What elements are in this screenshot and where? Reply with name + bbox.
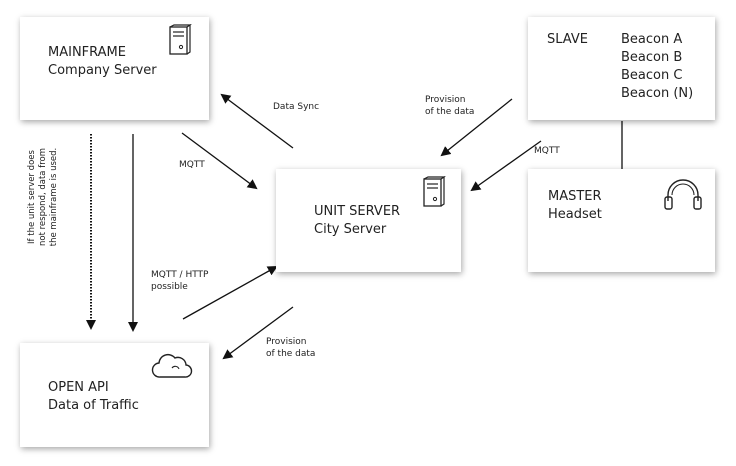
unit-server-title: UNIT SERVER	[314, 204, 401, 219]
label-provision-top-line1: Provision	[425, 95, 466, 105]
open-api-subtitle: Data of Traffic	[48, 398, 139, 413]
beacon-item: Beacon (N)	[621, 86, 694, 101]
headphones-icon	[664, 179, 702, 210]
master-subtitle: Headset	[548, 207, 602, 222]
beacon-list: Beacon A Beacon B Beacon C Beacon (N)	[621, 31, 693, 103]
label-mqtt-right: MQTT	[534, 146, 560, 156]
label-provision-bottom: Provision of the data	[266, 336, 315, 360]
fallback-note-line2: not respond, data from	[38, 148, 48, 246]
arrow-data-sync	[220, 93, 294, 149]
mainframe-box: MAINFRAME Company Server	[20, 17, 209, 120]
unit-server-box: UNIT SERVER City Server	[276, 169, 461, 272]
label-provision-top-line2: of the data	[425, 107, 475, 117]
label-mqtt-http-line2: possible	[151, 282, 188, 292]
server-icon	[423, 176, 446, 207]
arrow-mqtt-mainframe-unit	[181, 132, 258, 190]
beacon-item: Beacon A	[621, 32, 683, 47]
label-provision-bottom-line2: of the data	[266, 349, 316, 359]
open-api-title: OPEN API	[48, 380, 109, 395]
unit-server-subtitle: City Server	[314, 222, 387, 237]
slave-title: SLAVE	[547, 32, 588, 47]
cloud-icon	[151, 353, 193, 378]
slave-box: SLAVE	[528, 17, 715, 120]
fallback-note-line3: the mainframe is used.	[49, 147, 59, 247]
mainframe-title: MAINFRAME	[48, 45, 126, 60]
mainframe-subtitle: Company Server	[48, 63, 157, 78]
master-box: MASTER Headset	[528, 169, 715, 272]
arrow-provision-unit-api	[222, 306, 294, 360]
label-mqtt-left: MQTT	[179, 160, 205, 170]
fallback-note: If the unit server does not respond, dat…	[27, 122, 67, 272]
fallback-note-line1: If the unit server does	[27, 150, 37, 244]
label-mqtt-http-line1: MQTT / HTTP	[151, 270, 209, 280]
arrow-provision-slave-unit	[440, 98, 513, 157]
label-provision-bottom-line1: Provision	[266, 337, 307, 347]
label-provision-top: Provision of the data	[425, 94, 474, 118]
beacon-item: Beacon B	[621, 50, 683, 65]
beacon-item: Beacon C	[621, 68, 683, 83]
label-data-sync: Data Sync	[273, 102, 320, 112]
label-mqtt-http: MQTT / HTTP possible	[151, 269, 208, 293]
arrow-mqtt-http-api-unit	[182, 266, 278, 320]
open-api-box: OPEN API Data of Traffic	[20, 343, 209, 447]
arrow-mqtt-slave-unit	[470, 140, 542, 192]
master-title: MASTER	[548, 189, 602, 204]
server-icon	[169, 24, 192, 55]
